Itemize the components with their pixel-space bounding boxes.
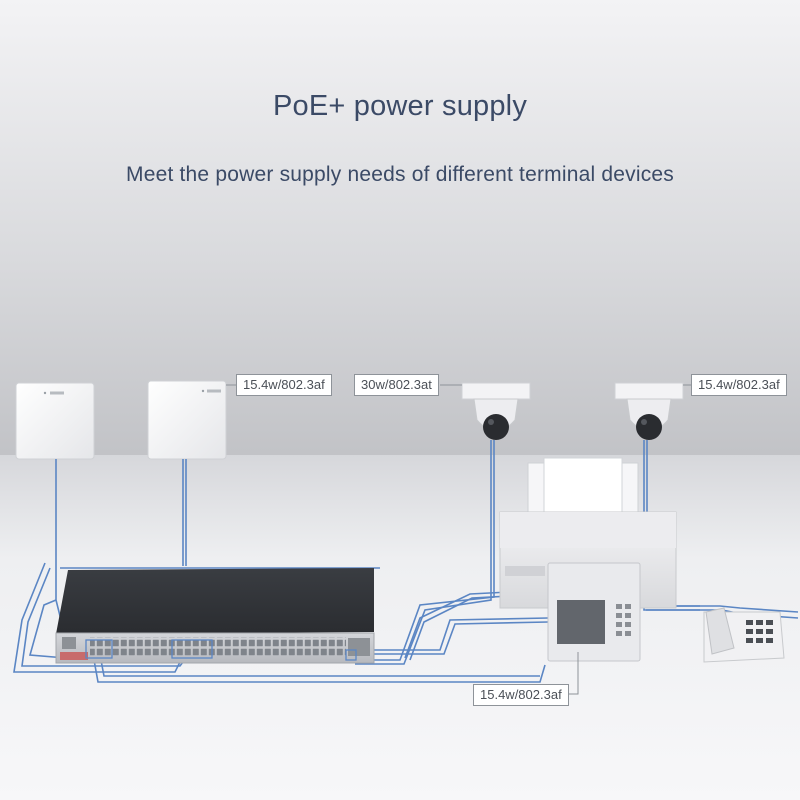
terminal-icon <box>547 562 641 662</box>
page-subtitle: Meet the power supply needs of different… <box>126 163 674 186</box>
access-point-icon <box>147 380 227 460</box>
callout-connectors <box>226 384 692 695</box>
callout-terminal-power: 15.4w/802.3af <box>473 684 569 706</box>
page-title: PoE+ power supply <box>272 90 528 122</box>
callout-camera-right-power: 15.4w/802.3af <box>691 374 787 396</box>
callout-access-point-power: 15.4w/802.3af <box>236 374 332 396</box>
network-cables <box>13 440 799 683</box>
access-point-icon <box>15 382 95 460</box>
dome-camera-icon <box>614 382 684 440</box>
telephone-icon <box>703 607 785 663</box>
switch-icon <box>55 568 375 664</box>
callout-camera-left-power: 30w/802.3at <box>354 374 439 396</box>
dome-camera-icon <box>461 382 531 440</box>
